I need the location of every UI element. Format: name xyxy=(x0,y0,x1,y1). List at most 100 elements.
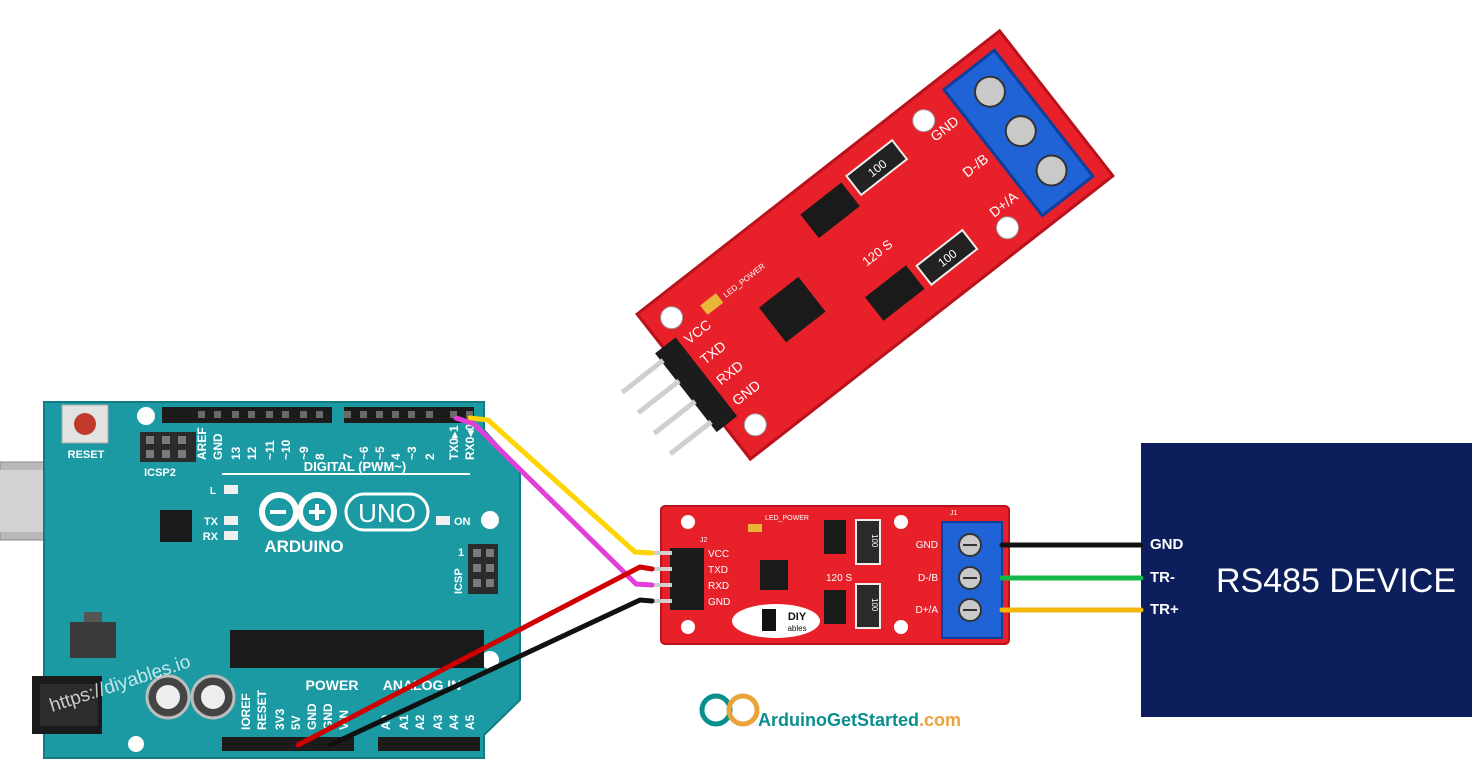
module-terminal-label: D-/B xyxy=(918,573,938,584)
led-on xyxy=(436,516,450,525)
module-chip-text: 120 S xyxy=(826,573,852,584)
mount-hole xyxy=(481,651,499,669)
arduino-pin-label: 7 xyxy=(341,453,355,460)
led-l-label: L xyxy=(210,486,216,497)
mount-hole xyxy=(137,407,155,425)
header-pin-socket xyxy=(214,411,221,418)
arduino-power-pin-label: GND xyxy=(321,703,335,730)
module-pin-labels: VCC TXD RXD GND xyxy=(708,549,730,608)
arduino-pin-label: ~11 xyxy=(263,440,277,460)
power-label: POWER xyxy=(306,677,359,693)
mount-hole xyxy=(681,515,695,529)
arduino-power-pin-label: GND xyxy=(305,703,319,730)
arduino-power-pin-label: 3V3 xyxy=(273,708,287,730)
arduino-analog-pin-label: A2 xyxy=(413,714,427,730)
arduino-pin-label: GND xyxy=(211,433,225,460)
dc-jack-face xyxy=(40,684,98,726)
header-pin-socket xyxy=(466,411,473,418)
header-pin-socket xyxy=(300,411,307,418)
wires xyxy=(295,415,1144,748)
diyables-brand-text: DIY xyxy=(788,611,807,623)
icsp2-label: ICSP2 xyxy=(144,467,176,479)
photo-screw xyxy=(1004,115,1037,148)
reset-button-cap[interactable] xyxy=(74,413,96,435)
voltage-regulator-tab xyxy=(84,612,102,622)
module-terminal-label: D+/A xyxy=(915,605,938,616)
module-pin-label: VCC xyxy=(708,549,729,560)
device-pin-tr-minus: TR- xyxy=(1150,569,1175,586)
led-power-text: LED_POWER xyxy=(765,515,809,522)
arduino-pin-label: 13 xyxy=(229,446,243,460)
mount-hole xyxy=(743,413,767,437)
header-pin-socket xyxy=(376,411,383,418)
module-terminal-ref: J1 xyxy=(950,510,958,517)
photo-diode xyxy=(865,265,925,321)
photo-screw xyxy=(973,75,1006,108)
module-resistor xyxy=(855,519,881,565)
arduino-pin-label: TX0▸1 xyxy=(447,425,461,460)
analog-header xyxy=(378,737,480,751)
module-resistor-text: 100 xyxy=(870,534,879,548)
capacitor-top xyxy=(156,685,180,709)
arduino-logo-icon xyxy=(259,492,337,532)
icsp-header xyxy=(468,544,498,594)
wire-gnd-black xyxy=(327,597,655,748)
module-pin-header xyxy=(670,548,704,610)
wire-rx-magenta xyxy=(453,415,655,588)
photo-screw xyxy=(1035,154,1068,187)
mount-hole xyxy=(894,620,908,634)
device-pin-gnd: GND xyxy=(1150,536,1184,553)
uno-badge xyxy=(344,492,430,532)
module-pin-txd xyxy=(650,567,672,571)
module-pin-label: GND xyxy=(708,597,730,608)
logo-text-main: ArduinoGetStarted xyxy=(758,710,919,730)
header-pin-socket xyxy=(266,411,273,418)
usb-chip xyxy=(160,510,192,542)
arduino-power-pin-label: RESET xyxy=(255,689,269,730)
capacitor-top xyxy=(201,685,225,709)
mount-hole xyxy=(894,515,908,529)
transceiver-chip xyxy=(760,560,788,590)
mount-hole xyxy=(128,736,144,752)
module-pin-vcc xyxy=(650,551,672,555)
mount-hole xyxy=(681,620,695,634)
led-l xyxy=(224,485,238,494)
led-on-label: ON xyxy=(454,516,471,528)
module-resistor-text: 100 xyxy=(870,598,879,612)
module-pin-label: RXD xyxy=(708,581,729,592)
module-pin-label: TXD xyxy=(708,565,728,576)
led-tx-label: TX xyxy=(204,516,219,528)
logo-text-suffix: .com xyxy=(919,710,961,730)
arduino-analog-pin-label: A3 xyxy=(431,714,445,730)
header-pin-socket xyxy=(392,411,399,418)
header-pin-socket xyxy=(198,411,205,418)
diyables-brand-sub: ables xyxy=(787,624,806,633)
mount-hole xyxy=(912,109,936,133)
voltage-regulator xyxy=(70,622,116,658)
wire-5v-red xyxy=(295,564,655,748)
wire-tx-yellow xyxy=(467,415,655,556)
mount-hole xyxy=(660,306,684,330)
power-led xyxy=(748,524,762,532)
module-pin-gnd xyxy=(650,599,672,603)
header-pin-socket xyxy=(232,411,239,418)
photo-led xyxy=(700,293,724,315)
rs485-device-title: RS485 DEVICE xyxy=(1216,562,1456,600)
header-pin-socket xyxy=(344,411,351,418)
power-header xyxy=(222,737,354,751)
arduino-pin-label: 8 xyxy=(313,453,327,460)
arduino-pin-label: ~10 xyxy=(279,439,293,460)
header-pin-socket xyxy=(408,411,415,418)
arduino-analog-pin-label: A4 xyxy=(447,714,461,730)
module-diode xyxy=(824,590,846,624)
module-resistor xyxy=(855,583,881,629)
icsp2-header xyxy=(140,432,196,462)
arduino-power-pin-label: 5V xyxy=(289,715,303,730)
arduino-power-pin-label: IOREF xyxy=(239,693,253,730)
